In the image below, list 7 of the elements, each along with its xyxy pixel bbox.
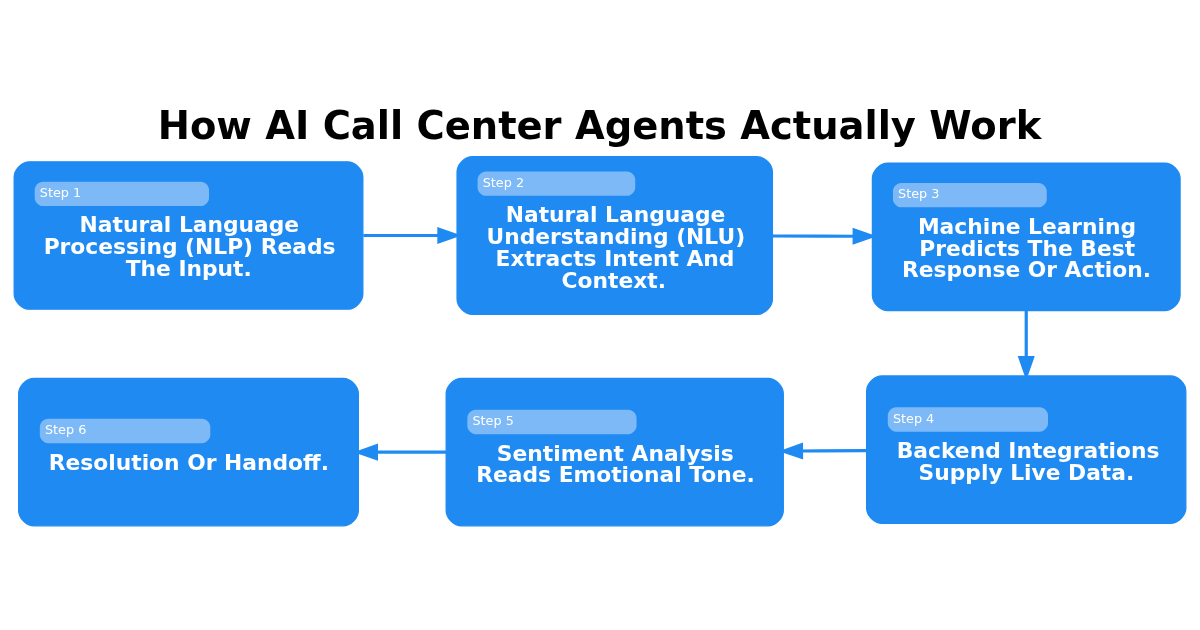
node-box: Step 6 Resolution Or Handoff. <box>18 377 359 527</box>
node-box: Step 5 Sentiment Analysis Reads Emotional Tone. <box>445 377 784 527</box>
node-box: Step 2 Natural Language Understanding (NLU) Extracts Intent And Context. <box>456 156 774 315</box>
node-box: Step 1 Natural Language Processing (NLP) Reads The Input. <box>13 161 364 310</box>
node-box: Step 3 Machine Learning Predicts The Best Response Or Action. <box>871 162 1181 312</box>
node-box: Step 4 Backend Integrations Supply Live Data. <box>866 375 1187 524</box>
diagram-title: How AI Call Center Agents Actually Work <box>157 102 1042 148</box>
